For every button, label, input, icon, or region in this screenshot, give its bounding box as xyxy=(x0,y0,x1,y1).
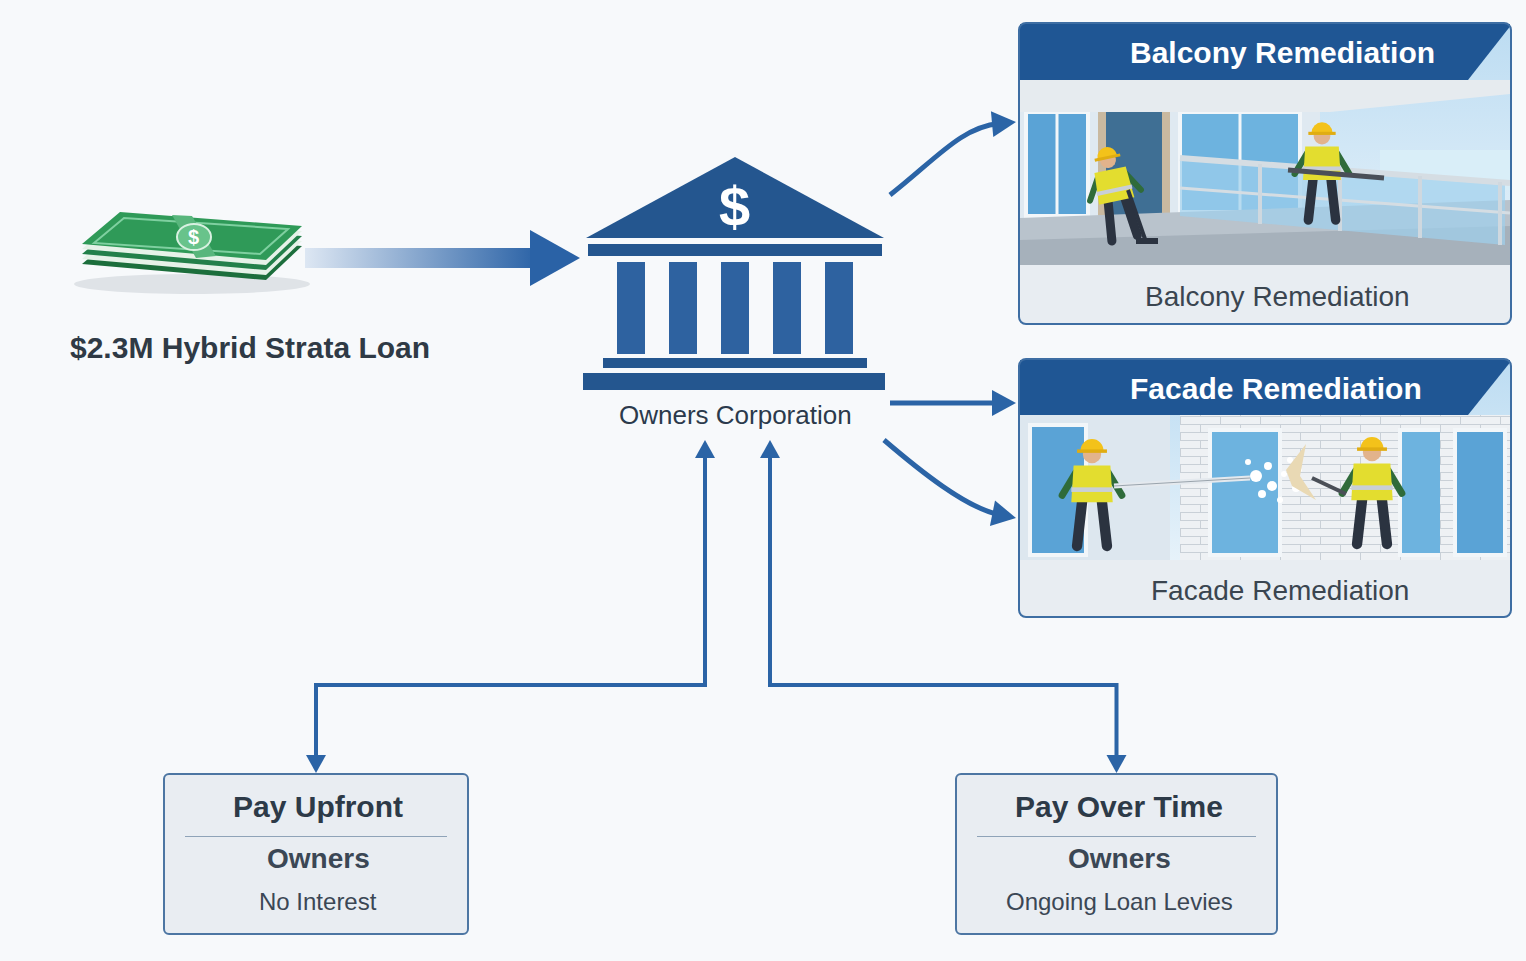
option-party: Owners xyxy=(1068,842,1171,876)
panel-caption: Balcony Remediation xyxy=(1145,280,1410,314)
illustration-part xyxy=(1136,238,1158,244)
bank-label: Owners Corporation xyxy=(619,400,852,431)
illustration-part xyxy=(721,262,749,354)
illustration-part xyxy=(669,262,697,354)
divider-line xyxy=(977,836,1256,837)
image-panel: Balcony RemediationBalcony Remediation xyxy=(1018,22,1512,325)
arrow-head xyxy=(992,390,1016,416)
option-note: Ongoing Loan Levies xyxy=(1006,888,1233,917)
arrow-head xyxy=(306,755,326,773)
illustration-part xyxy=(1455,430,1505,555)
balcony-illustration xyxy=(1020,24,1512,323)
illustration-part xyxy=(1114,478,1250,486)
illustration-part xyxy=(586,157,884,238)
illustration-part xyxy=(1267,481,1277,491)
flow-arrow xyxy=(890,390,1016,416)
flow-arrow xyxy=(305,230,580,286)
flow-arrow xyxy=(306,440,715,773)
flow-arrow xyxy=(884,440,1016,526)
image-panel: Facade RemediationFacade Remediation xyxy=(1018,358,1512,618)
illustration-part xyxy=(82,212,302,260)
option-title: Pay Over Time xyxy=(1015,789,1223,825)
illustration-part xyxy=(1020,415,1170,560)
illustration-part xyxy=(1258,490,1266,498)
illustration-part xyxy=(617,262,645,354)
illustration-part xyxy=(1264,462,1272,470)
illustration-part xyxy=(1020,24,1510,80)
panel-caption: Facade Remediation xyxy=(1151,574,1409,608)
illustration-part xyxy=(1180,188,1510,213)
connector-line xyxy=(890,401,999,406)
illustration-part xyxy=(1342,437,1402,544)
illustration-part xyxy=(1250,470,1262,482)
illustration-part xyxy=(1281,471,1287,477)
connector-line xyxy=(770,453,1117,761)
option-box: Pay UpfrontOwners No Interest xyxy=(163,773,469,935)
illustration-part xyxy=(1080,142,1150,244)
illustration-part xyxy=(172,215,216,258)
arrow-head xyxy=(990,501,1016,526)
illustration-part xyxy=(1056,112,1059,216)
illustration-part xyxy=(1180,160,1505,245)
option-party: Owners xyxy=(267,842,370,876)
illustration-part xyxy=(825,262,853,354)
arrow-head xyxy=(530,230,580,286)
bank-icon xyxy=(583,157,885,390)
panel-heading: Facade Remediation xyxy=(1130,371,1422,407)
option-box: Pay Over TimeOwnersOngoing Loan Levies xyxy=(955,773,1278,935)
illustration-part xyxy=(1062,439,1122,546)
connector-line xyxy=(305,248,545,268)
connector-line xyxy=(890,124,999,195)
illustration-part xyxy=(588,244,882,256)
illustration-part xyxy=(1258,164,1262,224)
money-stack xyxy=(74,212,310,294)
illustration-part xyxy=(1286,444,1316,500)
divider-line xyxy=(185,836,447,837)
illustration-part xyxy=(1020,560,1510,616)
illustration-part xyxy=(1418,176,1422,238)
arrow-head xyxy=(991,111,1016,137)
illustration-part xyxy=(1277,497,1283,503)
panel-heading: Balcony Remediation xyxy=(1130,35,1435,71)
illustration-part xyxy=(1498,182,1502,245)
illustration-part xyxy=(1114,478,1250,486)
illustration-part xyxy=(1128,190,1146,242)
loan-label: $2.3M Hybrid Strata Loan xyxy=(70,330,430,366)
facade-illustration xyxy=(1020,360,1512,616)
illustration-part xyxy=(94,218,288,254)
currency-symbol: $ xyxy=(719,176,750,238)
illustration-part xyxy=(1312,478,1346,494)
currency-symbol: $ xyxy=(188,226,199,248)
arrow-head xyxy=(695,440,715,458)
illustration-part xyxy=(177,224,211,250)
illustration-part xyxy=(1020,265,1510,323)
illustration-part xyxy=(603,358,867,368)
option-title: Pay Upfront xyxy=(233,789,403,825)
flow-arrow xyxy=(760,440,1127,773)
illustration-part xyxy=(773,262,801,354)
arrow-head xyxy=(1107,755,1127,773)
illustration-part xyxy=(1026,112,1088,216)
connector-line xyxy=(884,440,1000,515)
illustration-part xyxy=(1288,170,1384,178)
illustration-part xyxy=(74,274,310,294)
illustration-part xyxy=(1020,80,1510,112)
connector-line xyxy=(316,453,705,761)
illustration-part xyxy=(1020,360,1510,415)
illustration-part xyxy=(1245,459,1251,465)
illustration-part xyxy=(583,373,885,390)
arrow-head xyxy=(760,440,780,458)
option-note: No Interest xyxy=(259,888,376,917)
illustration-part xyxy=(1210,430,1280,555)
illustration-part xyxy=(1020,360,1510,560)
flow-arrow xyxy=(890,111,1016,195)
illustration-part xyxy=(1440,415,1510,560)
illustration-part xyxy=(1020,24,1510,265)
